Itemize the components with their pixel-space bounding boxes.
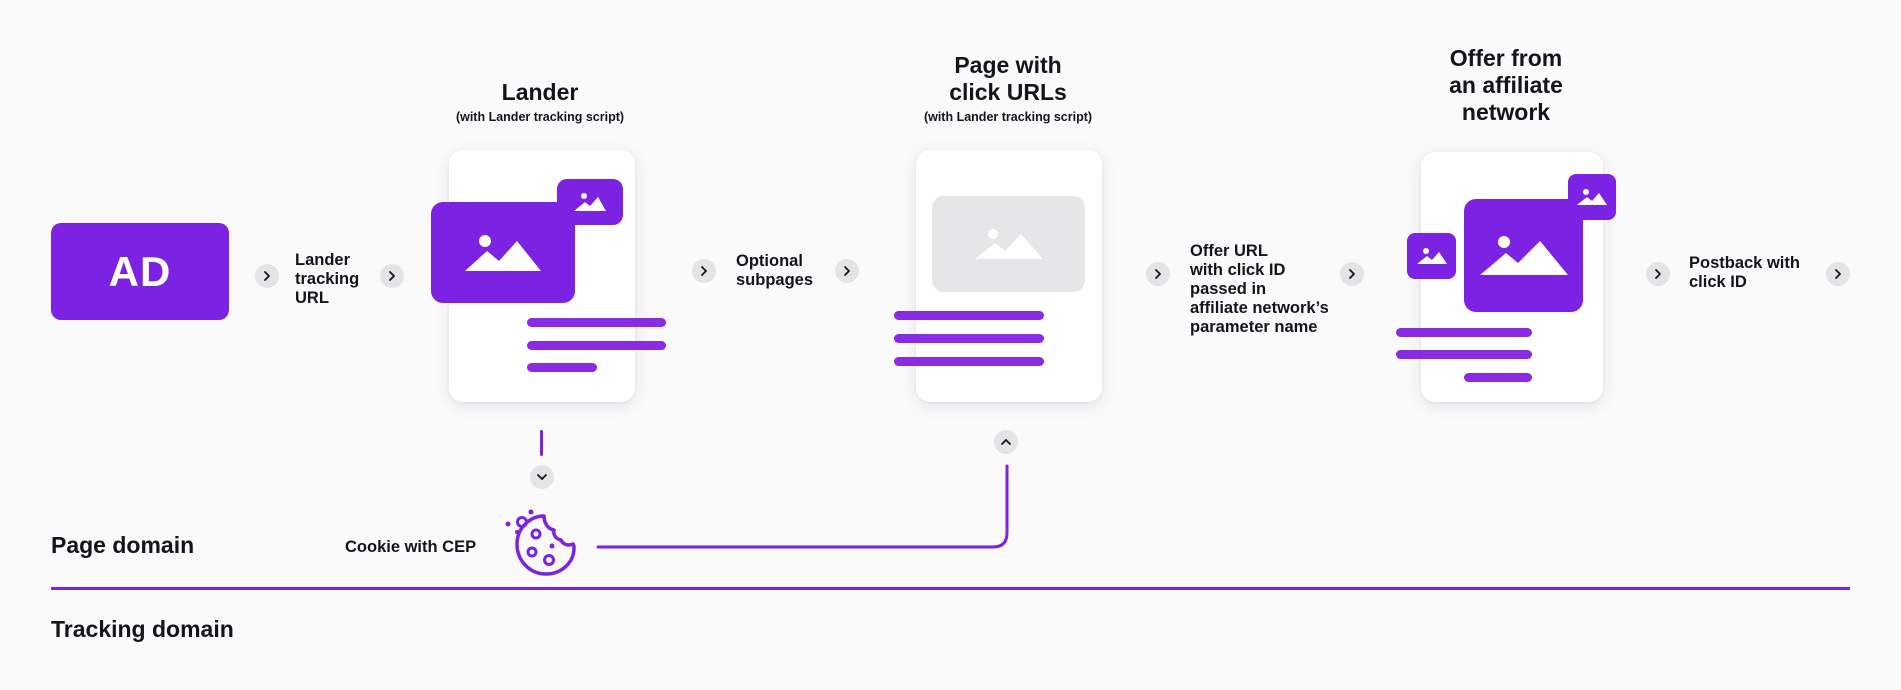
text-line (527, 341, 666, 350)
postback-label: Postback with click ID (1689, 254, 1800, 292)
offer-title: Offer from an affiliate network (1406, 45, 1606, 126)
label-line: subpages (736, 271, 814, 289)
label-line: with click ID (1190, 261, 1286, 279)
label-line: Lander (295, 251, 351, 269)
offer-small-image-right (1568, 174, 1616, 220)
arrow-right-icon (835, 259, 859, 283)
label-line: Optional (736, 252, 803, 270)
cookie-icon (505, 509, 576, 576)
tracking-domain-label: Tracking domain (51, 616, 234, 642)
arrow-right-icon (692, 259, 716, 283)
lander-connector-line (540, 430, 543, 456)
title-line: click URLs (949, 79, 1067, 105)
label-line: parameter name (1190, 318, 1318, 336)
offer-url-label: Offer URL with click ID passed in affili… (1190, 242, 1329, 337)
title-line: Page with (954, 52, 1062, 78)
lander-tracking-url-label: Lander tracking URL (295, 251, 359, 308)
image-icon (1479, 235, 1568, 275)
title-line: Offer from (1449, 45, 1563, 71)
cookie-label: Cookie with CEP (345, 538, 477, 556)
text-line (894, 334, 1044, 343)
image-icon (574, 193, 606, 211)
offer-small-image-left (1407, 233, 1456, 279)
text-line (1396, 328, 1532, 337)
placeholder-image (932, 196, 1085, 292)
text-line (527, 363, 597, 372)
label-line: URL (295, 289, 329, 307)
cookie-connector-line (596, 464, 1009, 549)
title-line: network (1461, 99, 1551, 125)
lander-small-image (557, 179, 623, 225)
label-line: tracking (295, 270, 360, 288)
page-domain-label: Page domain (51, 532, 195, 558)
click-page-title: Page with click URLs (908, 52, 1108, 106)
ad-label: AD (108, 247, 172, 295)
text-line (1464, 373, 1532, 382)
label-line: Offer URL (1190, 242, 1268, 260)
chevron-up-icon (994, 430, 1018, 454)
arrow-right-icon (1146, 262, 1170, 286)
click-page-subtitle: (with Lander tracking script) (923, 110, 1093, 124)
text-line (894, 357, 1044, 366)
label-line: click ID (1689, 273, 1747, 291)
arrow-right-icon (1646, 262, 1670, 286)
title-line: an affiliate (1449, 72, 1563, 98)
lander-main-image (431, 202, 575, 303)
label-line: Postback with (1689, 254, 1800, 272)
lander-subtitle: (with Lander tracking script) (455, 110, 625, 124)
image-icon (1416, 248, 1447, 264)
arrow-right-icon (1340, 262, 1364, 286)
image-icon (465, 234, 541, 271)
text-line (527, 318, 666, 327)
label-line: passed in (1190, 280, 1267, 298)
arrow-right-icon (255, 264, 279, 288)
label-line: affiliate network’s (1190, 299, 1329, 317)
text-line (894, 311, 1044, 320)
chevron-down-icon (530, 465, 554, 489)
ad-box: AD (51, 223, 229, 320)
domain-divider (51, 587, 1850, 590)
lander-title: Lander (501, 79, 579, 105)
text-line (1396, 350, 1532, 359)
offer-main-image (1464, 199, 1583, 312)
image-icon (974, 229, 1043, 259)
image-icon (1577, 189, 1607, 205)
arrow-right-icon (380, 264, 404, 288)
arrow-right-icon (1826, 262, 1850, 286)
optional-subpages-label: Optional subpages (736, 252, 813, 290)
